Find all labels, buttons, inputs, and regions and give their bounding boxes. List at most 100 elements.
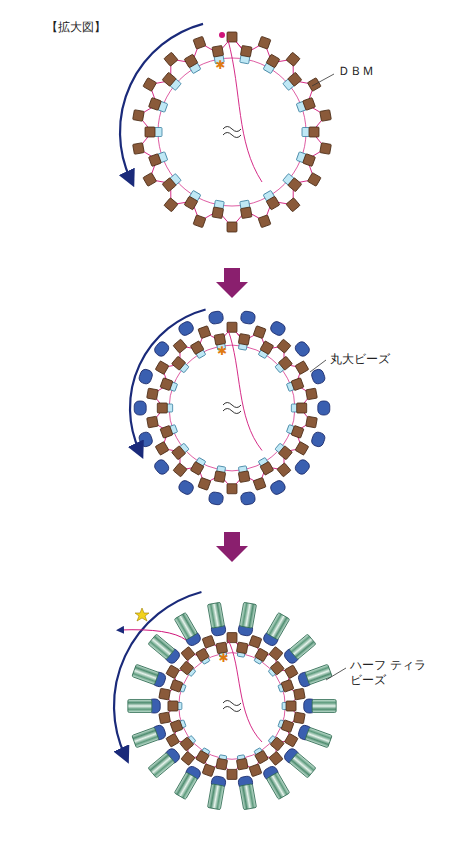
round-bead (318, 401, 330, 415)
dbm-bead (181, 647, 195, 661)
dbm-bead (266, 196, 280, 210)
dbm-bead (159, 712, 171, 724)
dbm-bead (160, 425, 173, 438)
thread-knot (219, 32, 225, 38)
dbm-bead (190, 462, 204, 476)
thread (153, 327, 312, 489)
dbm-bead (320, 143, 332, 155)
dbm-bead (170, 720, 183, 733)
round-bead (177, 479, 195, 496)
dbm-bead (193, 36, 206, 49)
half-tila-bead (240, 784, 257, 810)
round-bead (240, 310, 256, 324)
break-mark (223, 127, 241, 138)
round-bead (153, 340, 171, 358)
exit-thread (120, 630, 186, 640)
round-bead (177, 320, 195, 337)
dbm-bead (270, 737, 284, 751)
half-tila-bead (266, 772, 289, 799)
dbm-bead (147, 416, 159, 428)
dbm-bead (307, 173, 321, 187)
thread (165, 638, 300, 775)
dbm-bead (157, 403, 167, 413)
dbm-bead (253, 326, 266, 339)
dbm-bead (309, 127, 319, 137)
dbm-bead (284, 733, 298, 747)
dbm-bead (193, 215, 206, 228)
thread-tail (228, 640, 262, 742)
dbm-bead (238, 471, 250, 483)
dbm-bead (147, 388, 159, 400)
round-bead (138, 431, 154, 448)
dbm-bead (281, 679, 294, 692)
dbm-bead (249, 764, 262, 777)
dbm-bead (166, 665, 180, 679)
dbm-bead (198, 477, 211, 490)
leader-line (312, 74, 334, 86)
dbm-bead (266, 54, 280, 68)
dbm-bead (196, 648, 210, 662)
half-tila-bead (132, 727, 159, 747)
dbm-bead (168, 701, 178, 711)
dbm-bead (286, 701, 296, 711)
dbm-bead (190, 341, 204, 355)
dbm-bead (240, 207, 252, 219)
figure-heading: 【拡大図】 (46, 20, 106, 35)
dbm-bead (198, 326, 211, 339)
dbm-bead (227, 769, 237, 779)
dbm-bead (180, 737, 194, 751)
dbm-bead (295, 442, 309, 456)
dbm-bead (227, 484, 237, 494)
dbm-bead (173, 463, 187, 477)
dbm-bead (155, 442, 169, 456)
round-bead (310, 431, 326, 448)
dbm-bead (278, 446, 292, 460)
dbm-bead (133, 143, 145, 155)
part-label: ＤＢＭ (338, 64, 374, 79)
break-mark (223, 403, 241, 414)
dbm-bead (260, 462, 274, 476)
dbm-bead (288, 178, 302, 192)
thread (179, 653, 286, 760)
dbm-bead (269, 647, 283, 661)
dbm-bead (253, 477, 266, 490)
dbm-bead (184, 196, 198, 210)
dbm-bead (303, 154, 316, 167)
step-arrow (216, 532, 248, 562)
half-tila-bead (289, 753, 316, 778)
dbm-bead (238, 334, 250, 346)
dbm-bead (212, 45, 224, 57)
half-tila-bead (148, 753, 175, 778)
dbm-bead (133, 110, 145, 122)
dbm-bead (291, 378, 304, 391)
dbm-bead (172, 446, 186, 460)
round-bead (310, 368, 326, 385)
dbm-bead (181, 751, 195, 765)
half-tila-bead (305, 727, 332, 747)
dbm-bead (281, 720, 294, 733)
half-tila-bead (312, 700, 336, 713)
thread (169, 345, 295, 471)
dbm-bead (164, 198, 178, 212)
part-label: 丸大ビーズ (330, 352, 390, 367)
dbm-bead (277, 463, 291, 477)
dbm-bead (184, 54, 198, 68)
dbm-bead (202, 635, 215, 648)
dbm-bead (277, 339, 291, 353)
step-arrow (216, 268, 248, 298)
break-mark (223, 701, 241, 712)
round-bead (293, 340, 311, 358)
thread-tail (228, 330, 262, 451)
dbm-bead (269, 751, 283, 765)
round-bead (269, 479, 287, 496)
dbm-bead (227, 222, 237, 232)
dbm-bead (240, 45, 252, 57)
half-tila-bead (305, 664, 332, 684)
dbm-bead (284, 665, 298, 679)
half-tila-bead (240, 602, 257, 628)
dbm-bead (258, 215, 271, 228)
thread-tail (228, 40, 262, 182)
direction-arrow (114, 592, 201, 756)
round-bead (240, 491, 256, 505)
thread (138, 37, 325, 227)
